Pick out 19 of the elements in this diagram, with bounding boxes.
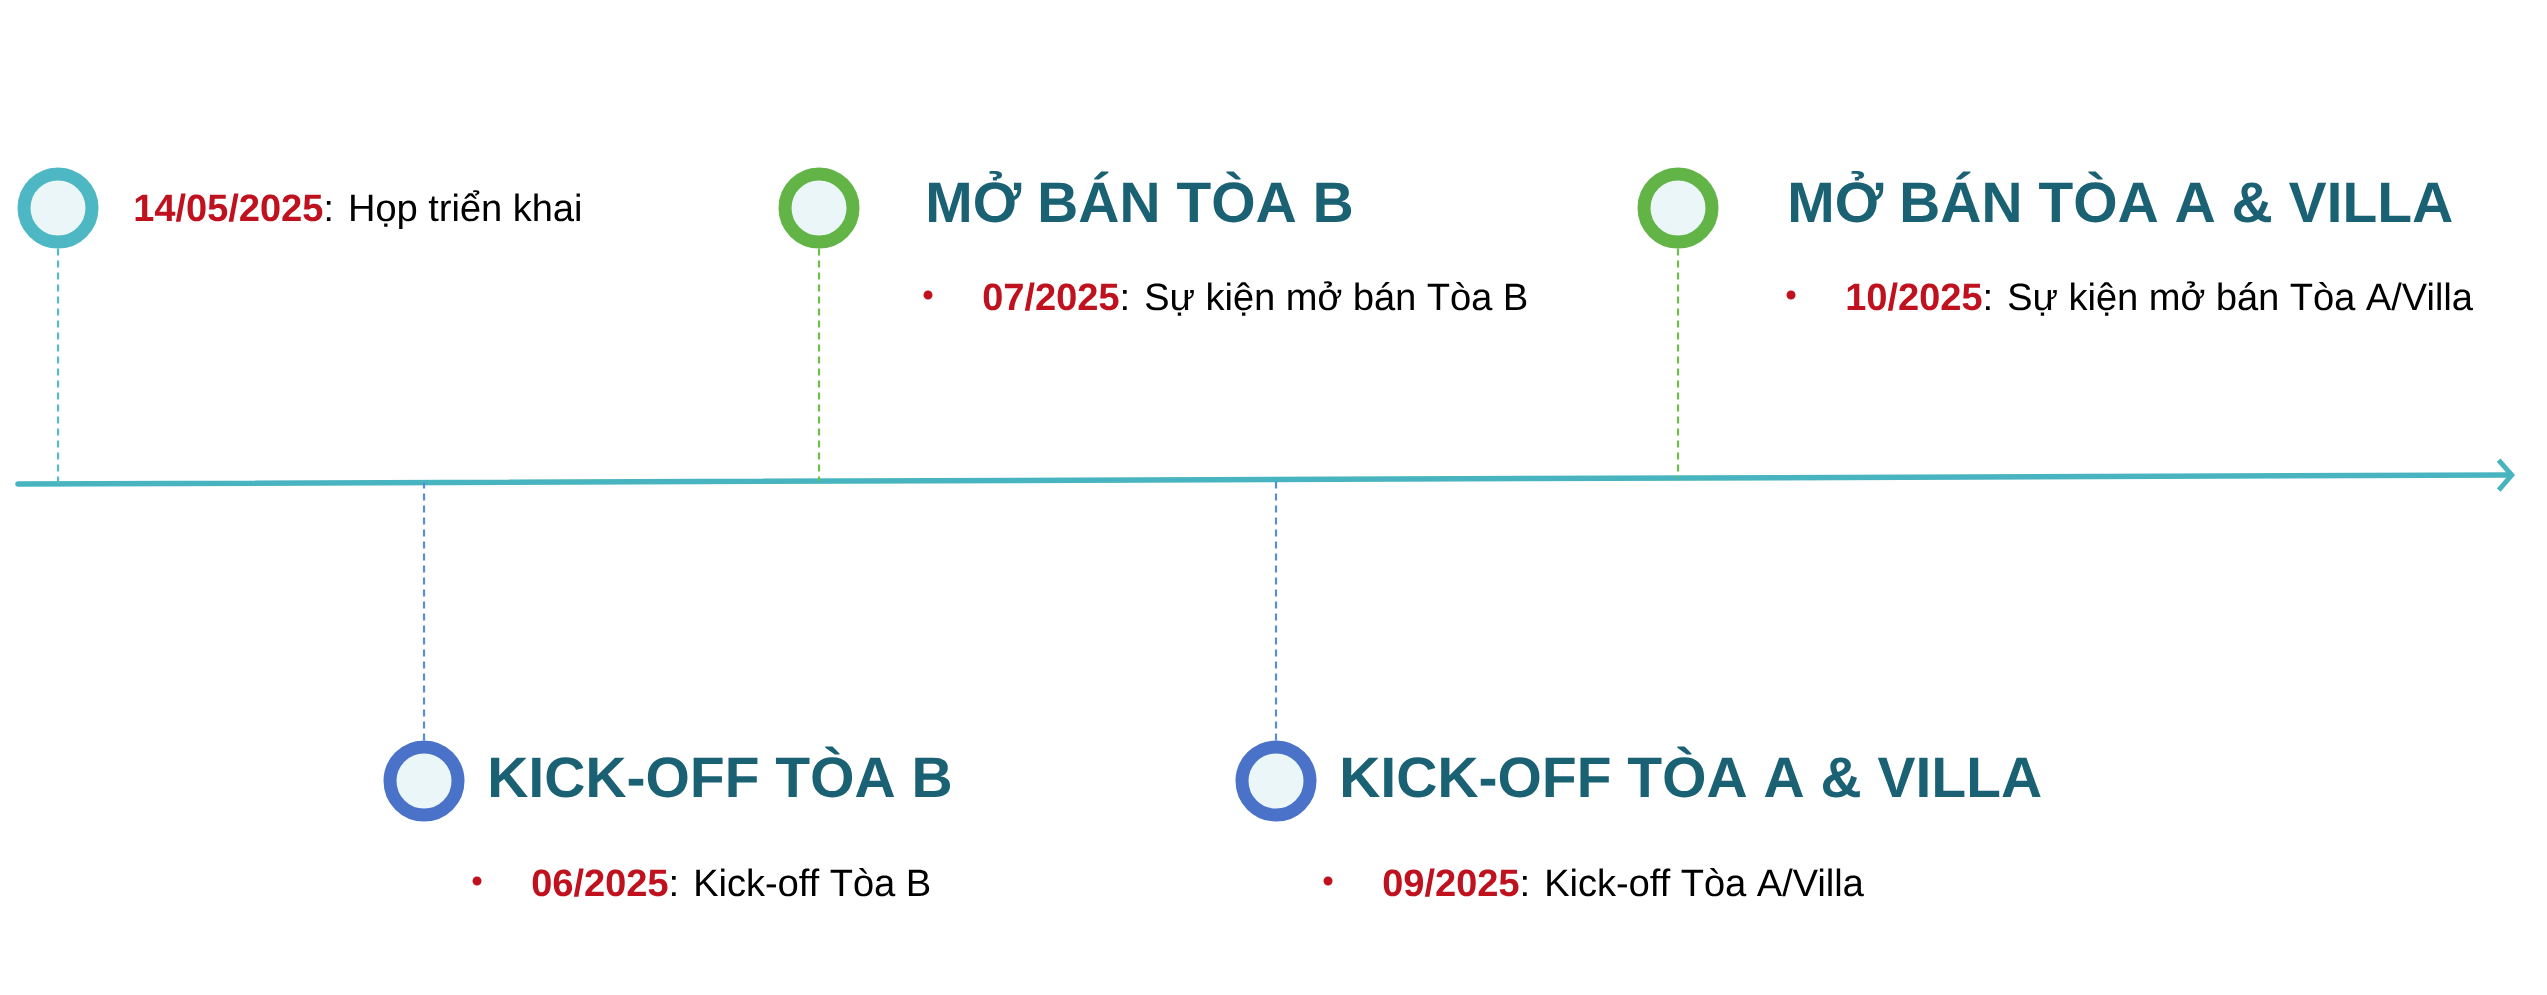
milestone-circle (17, 167, 99, 249)
milestone-title: MỞ BÁN TÒA A & VILLA (1791, 170, 2452, 223)
milestone-text: 07/2025: Sự kiện mở bán Tòa B (983, 281, 1527, 316)
milestone-circle (778, 167, 860, 249)
milestone-text: 14/05/2025: Họp triển khai (135, 190, 580, 229)
leader-line (817, 248, 821, 482)
milestone-circle (1637, 167, 1719, 249)
leader-line (1676, 248, 1680, 478)
milestone-circle (1235, 740, 1317, 822)
leader-line (1274, 479, 1278, 741)
milestone-text: 09/2025: Kick-off Tòa A/Villa (1383, 868, 1864, 897)
milestone-title: KICK-OFF TÒA A & VILLA (1343, 746, 2041, 798)
milestone-title: MỞ BÁN TÒA B (929, 170, 1352, 223)
milestone-circle (383, 740, 465, 822)
milestone-text: 06/2025: Kick-off Tòa B (532, 868, 930, 897)
milestone-title: KICK-OFF TÒA B (491, 746, 951, 798)
leader-line (56, 248, 60, 484)
leader-line (422, 482, 426, 741)
milestone-text: 10/2025: Sự kiện mở bán Tòa A/Villa (1847, 281, 2473, 316)
